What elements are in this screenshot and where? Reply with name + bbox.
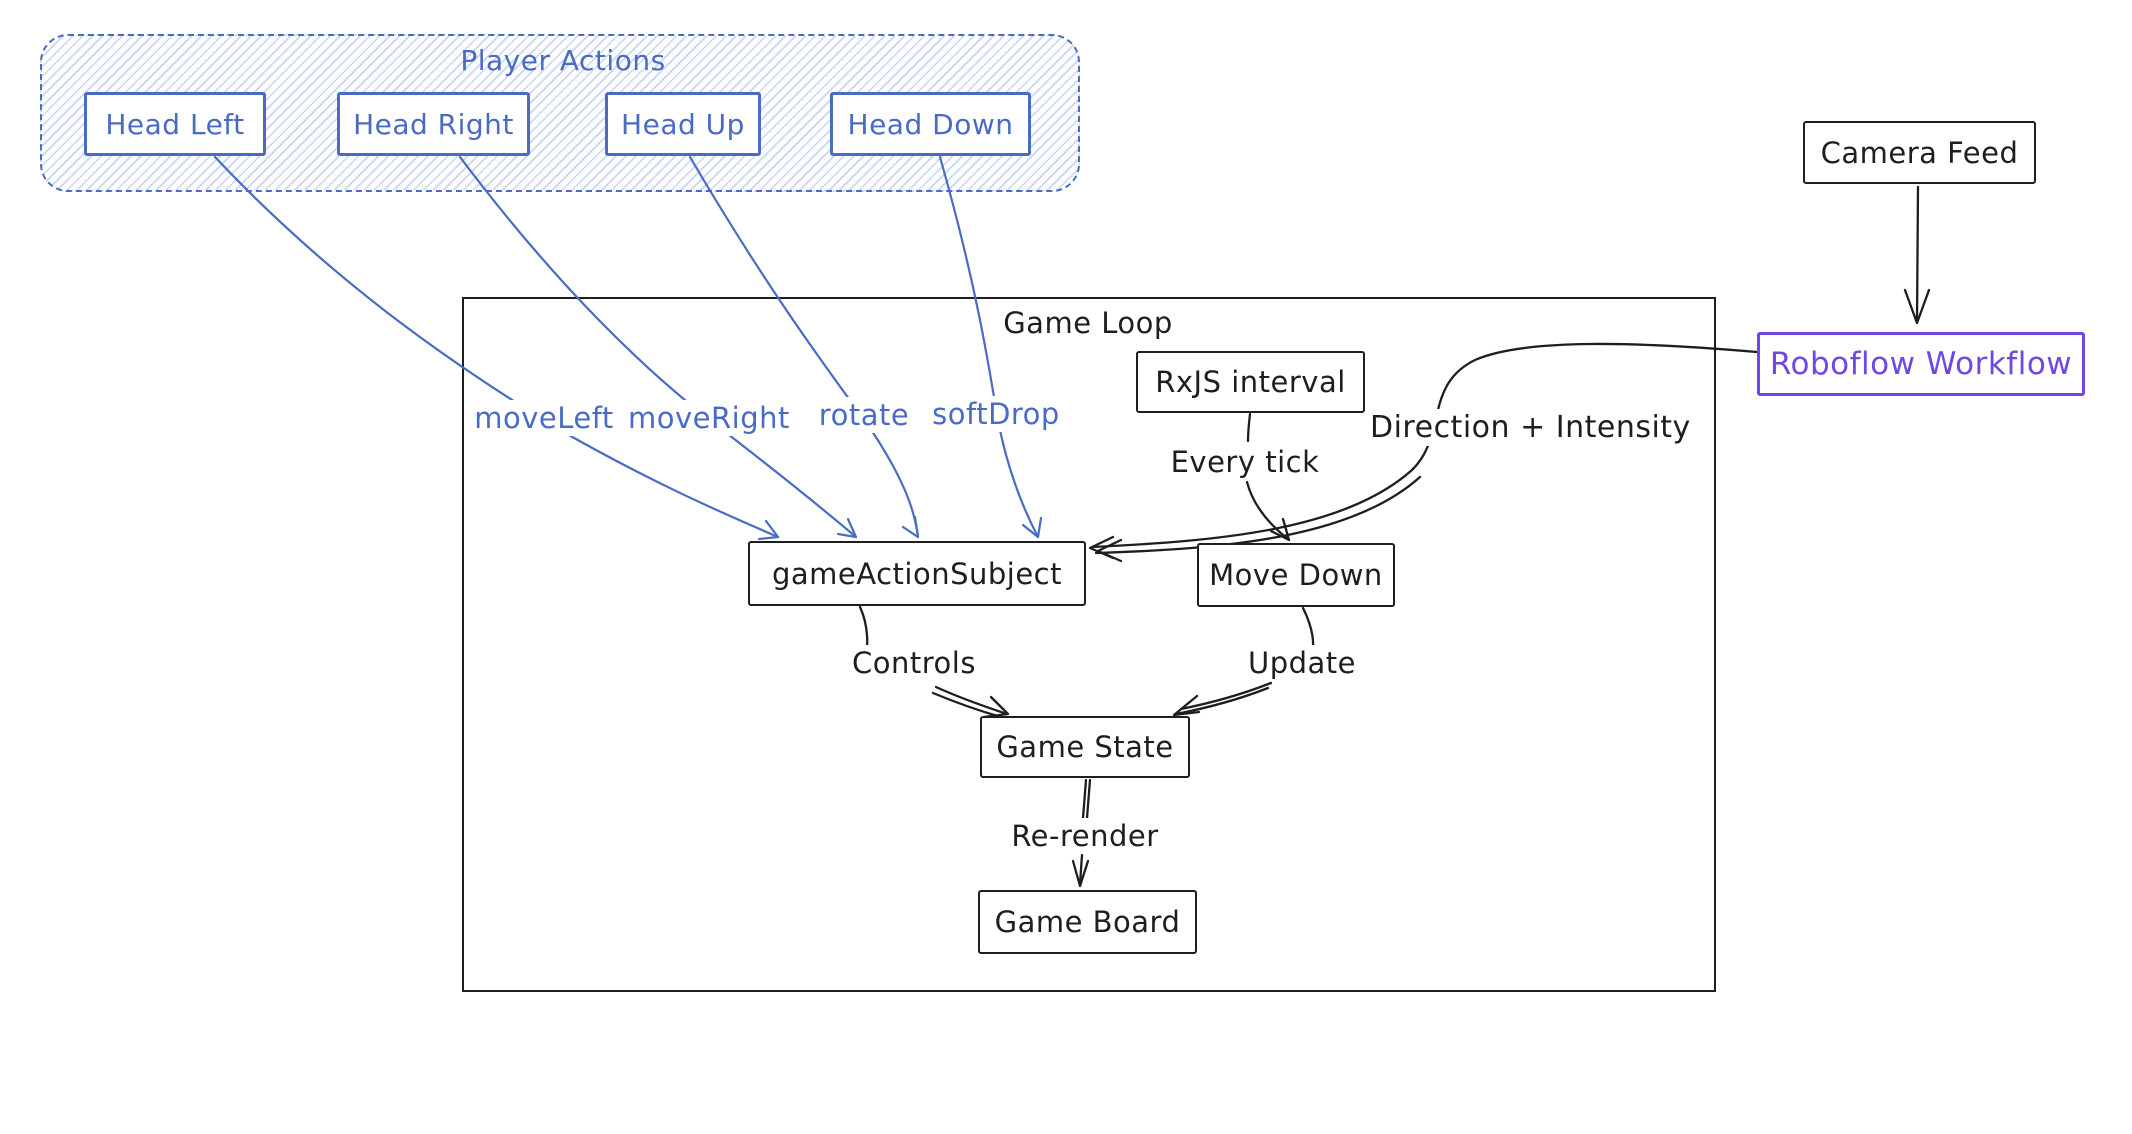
node-head-right: Head Right: [337, 92, 530, 156]
arrow-head-right-to-game-action-subject: [458, 155, 858, 539]
arrowhead-rerender: [1071, 859, 1090, 888]
arrow-gamestate-stub: [1081, 778, 1088, 820]
node-game-action-subject: gameActionSubject: [748, 541, 1086, 606]
game-loop-title: Game Loop: [1003, 306, 1173, 340]
arrow-camera-feed-to-roboflow: [1915, 185, 1920, 323]
arrow-head-down-to-game-action-subject: [938, 155, 1040, 539]
node-head-left: Head Left: [84, 92, 266, 156]
edge-label-controls: Controls: [844, 645, 984, 681]
arrowhead-direction-intensity-2: [1096, 538, 1123, 563]
arrow-gas-stub: [858, 605, 869, 651]
arrow-head-left-to-game-action-subject: [213, 155, 780, 539]
arrow-movedown-stub: [1301, 606, 1315, 651]
arrowhead-rotate: [901, 515, 920, 539]
edge-label-soft-drop: softDrop: [921, 396, 1071, 432]
node-head-up: Head Up: [605, 92, 761, 156]
arrowhead-move-left: [757, 519, 780, 541]
edge-label-direction-intensity: Direction + Intensity: [1370, 409, 1691, 446]
node-game-state: Game State: [980, 716, 1190, 778]
node-game-board: Game Board: [978, 890, 1197, 954]
arrow-gamestate-stub-double: [1085, 778, 1092, 820]
node-head-down: Head Down: [830, 92, 1031, 156]
arrow-update-double-stroke: [1179, 681, 1273, 711]
arrow-update-to-game-state: [1174, 686, 1270, 716]
arrow-rerender-to-game-board: [1078, 853, 1084, 886]
player-actions-title: Player Actions: [460, 44, 666, 77]
game-loop-frame: [462, 297, 1716, 992]
arrow-head-up-to-game-action-subject: [688, 155, 920, 539]
edge-label-rotate: rotate: [804, 397, 924, 433]
edge-label-move-right: moveRight: [628, 400, 790, 436]
arrowhead-camera-feed: [1903, 288, 1931, 325]
node-rxjs-interval: RxJS interval: [1136, 351, 1365, 413]
arrow-controls-to-game-state: [934, 685, 1009, 716]
node-camera-feed: Camera Feed: [1803, 121, 2036, 184]
edge-label-re-render: Re-render: [1010, 818, 1160, 854]
arrow-roboflow-double-stroke: [1094, 475, 1422, 555]
arrow-rxjs-stub: [1246, 412, 1252, 443]
arrowhead-soft-drop: [1021, 516, 1043, 539]
node-move-down: Move Down: [1197, 543, 1395, 607]
edge-label-update: Update: [1232, 645, 1372, 681]
edge-label-every-tick: Every tick: [1170, 444, 1320, 480]
arrowhead-update: [1172, 694, 1201, 717]
edge-label-move-left: moveLeft: [474, 400, 614, 436]
node-roboflow-workflow: Roboflow Workflow: [1757, 332, 2085, 396]
arrow-every-tick-to-move-down: [1245, 480, 1290, 541]
arrowhead-move-right: [836, 517, 858, 539]
